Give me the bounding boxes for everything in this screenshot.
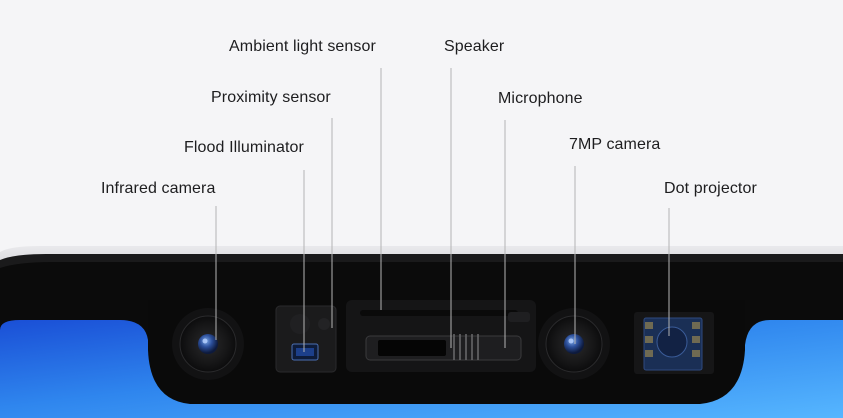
infrared-camera-icon	[172, 308, 244, 380]
sensor-module	[276, 306, 336, 372]
front-camera-icon	[538, 308, 610, 380]
label-7mp-camera: 7MP camera	[569, 136, 660, 154]
label-microphone: Microphone	[498, 90, 583, 108]
label-ambient-light-sensor: Ambient light sensor	[229, 38, 376, 56]
label-proximity-sensor: Proximity sensor	[211, 89, 331, 107]
dot-projector-icon	[634, 312, 714, 374]
speaker-module	[346, 300, 536, 372]
label-dot-projector: Dot projector	[664, 180, 757, 198]
label-infrared-camera: Infrared camera	[101, 180, 215, 198]
label-flood-illuminator: Flood Illuminator	[184, 139, 304, 157]
label-speaker: Speaker	[444, 38, 504, 56]
